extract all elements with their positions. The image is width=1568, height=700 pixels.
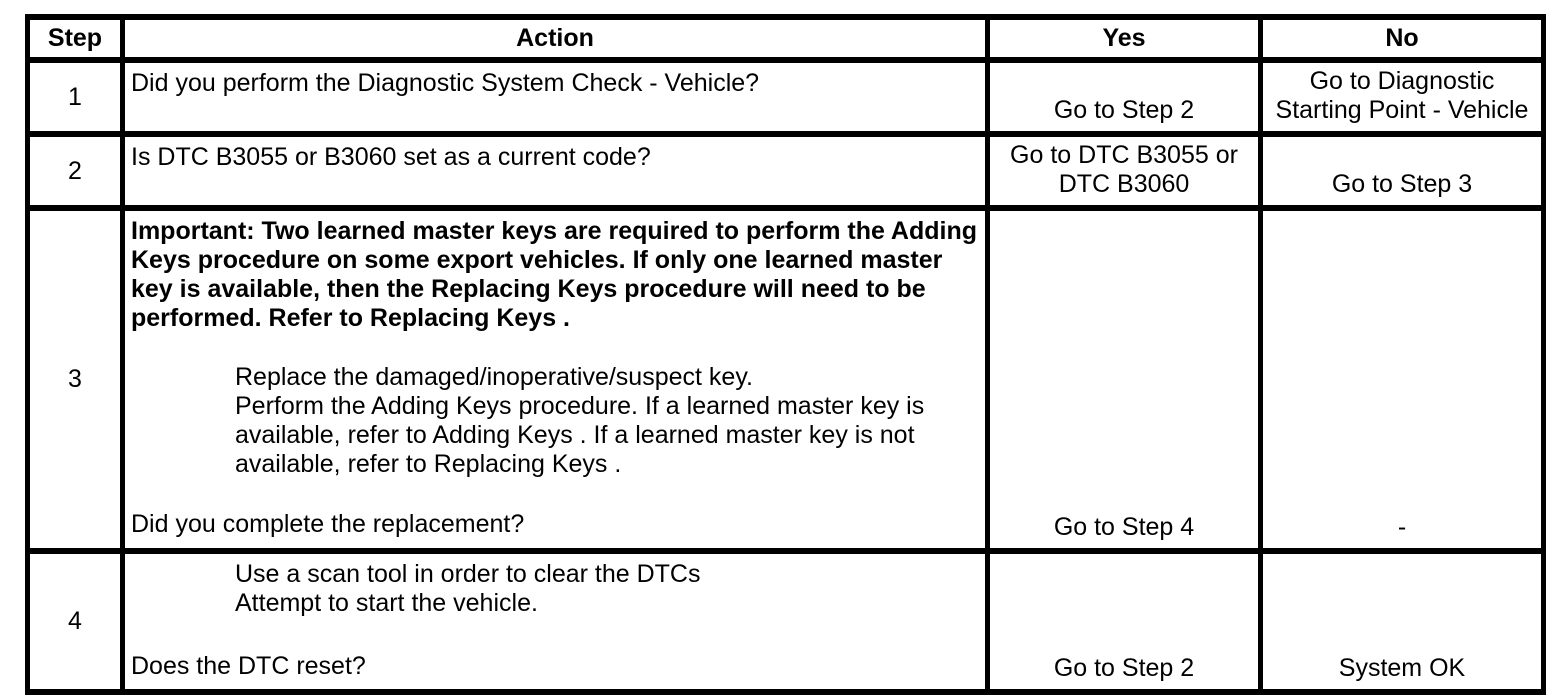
table-row-step-4: 4 Use a scan tool in order to clear the … [25,548,1546,695]
instruction-item: Use a scan tool in order to clear the DT… [235,560,701,588]
instruction-item: Perform the Adding Keys procedure. If a … [235,392,925,478]
table-row-step-1: 1 Did you perform the Diagnostic System … [25,57,1546,137]
action-question: Did you complete the replacement? [131,510,525,538]
instruction-list: Replace the damaged/inoperative/suspect … [235,363,981,479]
no-cell: Go to Diagnostic Starting Point - Vehicl… [1258,57,1546,137]
col-header-no: No [1258,14,1546,63]
instruction-item: Attempt to start the vehicle. [235,589,538,617]
yes-cell: Go to Step 2 [985,548,1263,695]
action-question: Is DTC B3055 or B3060 set as a current c… [131,143,651,171]
instruction-item: Replace the damaged/inoperative/suspect … [235,363,753,391]
yes-cell: Go to DTC B3055 or DTC B3060 [985,131,1263,211]
step-number: 3 [25,205,125,554]
action-cell: Is DTC B3055 or B3060 set as a current c… [120,131,990,211]
no-cell: Go to Step 3 [1258,131,1546,211]
table-row-step-2: 2 Is DTC B3055 or B3060 set as a current… [25,131,1546,211]
col-header-step: Step [25,14,125,63]
step-number: 2 [25,131,125,211]
action-question: Did you perform the Diagnostic System Ch… [131,69,760,97]
action-cell: Did you perform the Diagnostic System Ch… [120,57,990,137]
step-number: 4 [25,548,125,695]
table-row-step-3: 3 Important: Two learned master keys are… [25,205,1546,554]
important-note: Important: Two learned master keys are r… [131,217,977,332]
diagnostic-procedure-table: Step Action Yes No 1 Did you perform the… [25,14,1546,695]
instruction-list: Use a scan tool in order to clear the DT… [235,560,981,618]
header-row: Step Action Yes No [25,14,1546,63]
col-header-action: Action [120,14,990,63]
yes-cell: Go to Step 4 [985,205,1263,554]
yes-cell: Go to Step 2 [985,57,1263,137]
action-cell: Important: Two learned master keys are r… [120,205,990,554]
no-cell: - [1258,205,1546,554]
step-number: 1 [25,57,125,137]
col-header-yes: Yes [985,14,1263,63]
no-cell: System OK [1258,548,1546,695]
action-question: Does the DTC reset? [131,652,366,680]
action-cell: Use a scan tool in order to clear the DT… [120,548,990,695]
